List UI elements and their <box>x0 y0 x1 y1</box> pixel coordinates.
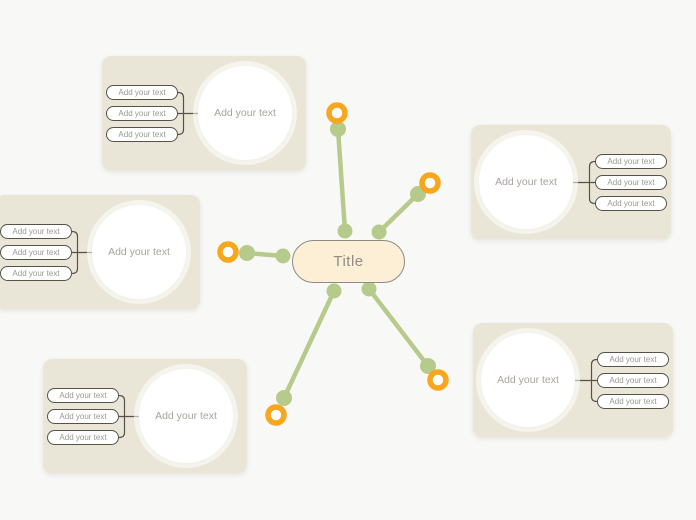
floating-topic-marker[interactable] <box>217 241 239 263</box>
subtopic-node[interactable]: Add your text <box>47 409 119 424</box>
topic-group-middle-left[interactable]: Add your text Add your text Add your tex… <box>0 195 200 309</box>
subtopic-node[interactable]: Add your text <box>106 106 178 121</box>
floating-topic-marker[interactable] <box>419 172 441 194</box>
topic-node[interactable]: Add your text <box>92 205 186 299</box>
topic-group-top-left[interactable]: Add your text Add your text Add your tex… <box>102 56 306 170</box>
subtopic-node[interactable]: Add your text <box>47 388 119 403</box>
branch-node-dot <box>326 283 342 299</box>
topic-group-bottom-right[interactable]: Add your text Add your text Add your tex… <box>473 323 673 437</box>
subtopic-node[interactable]: Add your text <box>597 352 669 367</box>
connector-bracket <box>118 394 126 439</box>
subtopic-node[interactable]: Add your text <box>595 154 667 169</box>
branch-line[interactable] <box>366 286 431 369</box>
branch-node-dot <box>371 224 387 240</box>
subtopic-node[interactable]: Add your text <box>106 127 178 142</box>
branch-node-dot <box>361 281 377 297</box>
subtopic-node[interactable]: Add your text <box>0 266 72 281</box>
central-topic-node[interactable]: Title <box>292 240 405 283</box>
topic-node[interactable]: Add your text <box>198 66 292 160</box>
subtopic-node[interactable]: Add your text <box>47 430 119 445</box>
branch-node-dot <box>275 248 291 264</box>
connector-bracket <box>71 230 79 275</box>
subtopic-node[interactable]: Add your text <box>595 175 667 190</box>
subtopic-node[interactable]: Add your text <box>0 224 72 239</box>
topic-node[interactable]: Add your text <box>479 135 573 229</box>
branch-end-dot <box>276 390 292 406</box>
connector-bracket <box>177 91 185 136</box>
branch-line[interactable] <box>376 191 421 235</box>
floating-topic-marker[interactable] <box>326 102 348 124</box>
topic-group-bottom-left[interactable]: Add your text Add your text Add your tex… <box>43 359 247 473</box>
branch-line[interactable] <box>335 126 348 234</box>
topic-group-top-right[interactable]: Add your text Add your text Add your tex… <box>471 125 671 239</box>
branch-end-dot <box>420 358 436 374</box>
branch-end-dot <box>330 121 346 137</box>
topic-node[interactable]: Add your text <box>481 333 575 427</box>
subtopic-node[interactable]: Add your text <box>595 196 667 211</box>
topic-node[interactable]: Add your text <box>139 369 233 463</box>
subtopic-node[interactable]: Add your text <box>597 373 669 388</box>
subtopic-node[interactable]: Add your text <box>0 245 72 260</box>
branch-node-dot <box>337 223 353 239</box>
branch-end-dot <box>239 245 255 261</box>
branch-line[interactable] <box>281 288 337 401</box>
floating-topic-marker[interactable] <box>427 369 449 391</box>
subtopic-node[interactable]: Add your text <box>597 394 669 409</box>
subtopic-node[interactable]: Add your text <box>106 85 178 100</box>
floating-topic-marker[interactable] <box>265 404 287 426</box>
